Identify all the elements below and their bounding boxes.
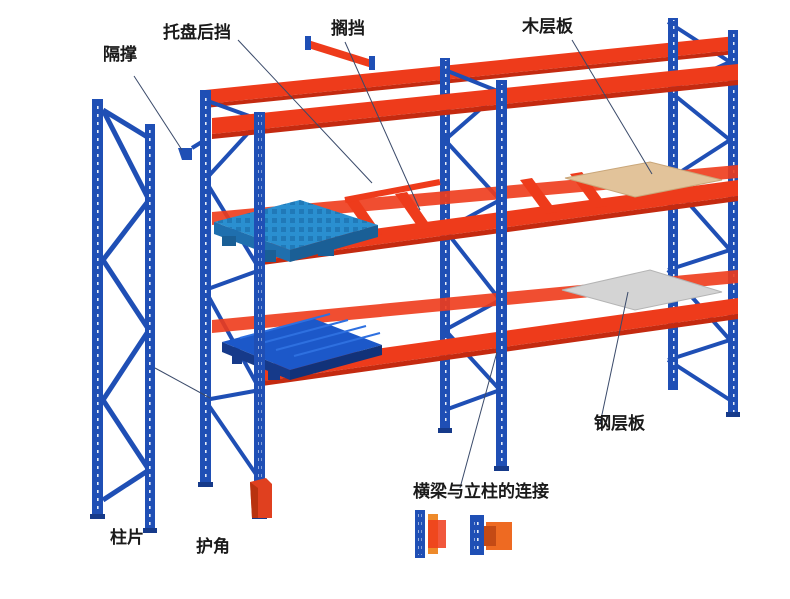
upright-frame-standalone	[90, 99, 157, 533]
label-wood-shelf: 木层板	[522, 17, 573, 37]
steel-shelf	[561, 269, 723, 311]
leader-connection	[459, 351, 498, 489]
label-upright-frame: 柱片	[110, 528, 144, 548]
center-frame-bracing	[443, 68, 502, 412]
leader-stopper	[344, 41, 421, 211]
stopper-part	[305, 36, 375, 70]
leader-steel-shelf	[599, 291, 629, 425]
label-beam-upright-connection: 横梁与立柱的连接	[413, 482, 549, 502]
connection-inset	[415, 510, 512, 558]
leader-upright-frame	[154, 367, 211, 399]
top-front-beam	[212, 64, 738, 139]
leader-pallet-back-stop	[237, 39, 373, 184]
left-frame-bracing	[203, 98, 262, 482]
label-steel-shelf: 钢层板	[594, 414, 645, 434]
label-stopper: 搁挡	[331, 19, 365, 39]
leader-bracing	[133, 75, 183, 151]
column-guard	[250, 478, 272, 518]
leader-wood-shelf	[571, 39, 653, 175]
label-bracing: 隔撑	[103, 45, 137, 65]
wood-shelf	[564, 161, 723, 198]
label-column-guard: 护角	[196, 537, 230, 557]
leader-lines	[133, 39, 653, 489]
label-pallet-back-stop: 托盘后挡	[163, 23, 231, 43]
